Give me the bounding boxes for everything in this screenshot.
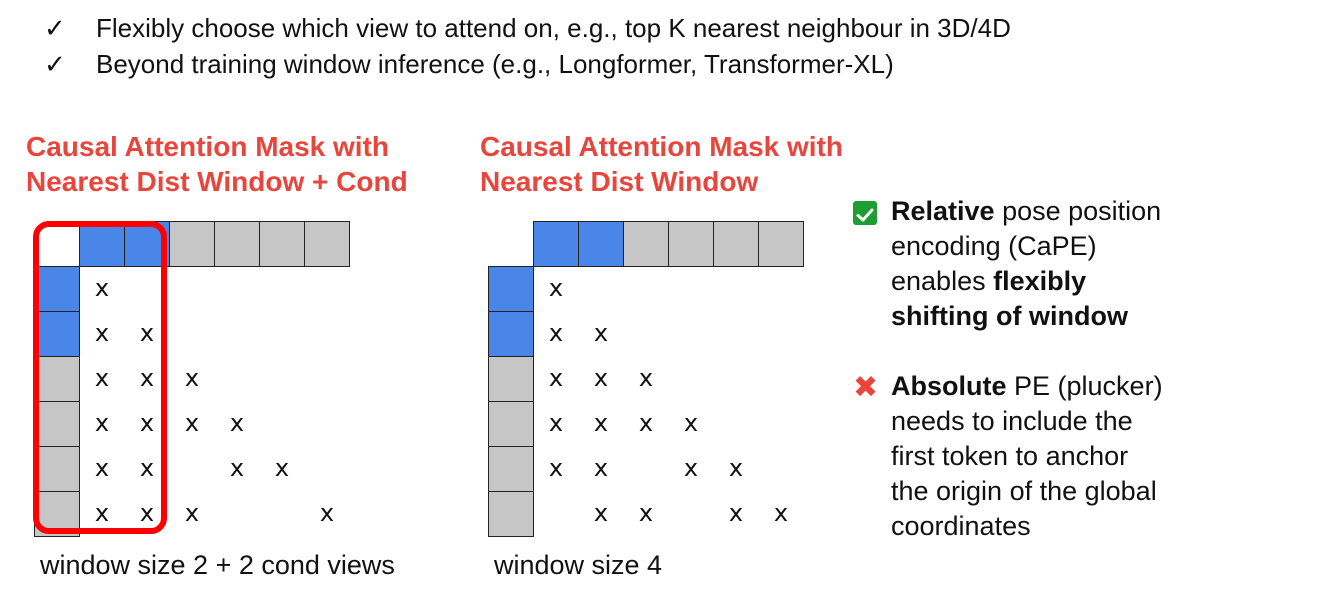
note-line: enables flexibly <box>891 264 1311 299</box>
attention-mark: x <box>94 319 110 347</box>
checkmark-icon: ✓ <box>44 49 66 79</box>
note-line: shifting of window <box>891 299 1311 334</box>
attention-mark: x <box>184 499 200 527</box>
attention-mark: x <box>683 454 699 482</box>
attention-mark: x <box>139 499 155 527</box>
note-bold-text: Relative <box>891 196 995 226</box>
note-text-segment: PE (plucker) <box>1006 371 1163 401</box>
top-token-cell <box>533 221 579 267</box>
top-token-cell <box>259 221 305 267</box>
mask-title-line: Causal Attention Mask with <box>26 131 390 162</box>
bullet-text: Beyond training window inference (e.g., … <box>96 49 894 79</box>
note-bold-text: shifting of window <box>891 301 1128 331</box>
attention-mark: x <box>229 409 245 437</box>
attention-mark: x <box>94 364 110 392</box>
left-token-cell <box>488 356 534 402</box>
note-text-segment: encoding (CaPE) <box>891 231 1097 261</box>
attention-mark: x <box>773 499 789 527</box>
note-text-segment: needs to include the <box>891 406 1133 436</box>
attention-mark: x <box>683 409 699 437</box>
left-token-cell <box>34 266 80 312</box>
attention-mark: x <box>728 499 744 527</box>
attention-mark: x <box>548 274 564 302</box>
attention-mark: x <box>638 409 654 437</box>
left-token-cell <box>488 401 534 447</box>
attention-mark: x <box>548 319 564 347</box>
top-token-cell <box>169 221 215 267</box>
attention-mark: x <box>548 364 564 392</box>
note-text-segment: pose position <box>994 196 1162 226</box>
red-x-icon: ✖ <box>853 370 879 405</box>
attention-mark: x <box>274 454 290 482</box>
note-line: Absolute PE (plucker) <box>891 369 1311 404</box>
mask-title-line: Nearest Dist Window <box>480 166 759 197</box>
left-token-cell <box>488 491 534 537</box>
note-bold-text: flexibly <box>993 266 1087 296</box>
attention-mark: x <box>94 274 110 302</box>
attention-mark: x <box>139 454 155 482</box>
mask-title-line: Nearest Dist Window + Cond <box>26 166 408 197</box>
top-token-cell <box>713 221 759 267</box>
note-line: coordinates <box>891 509 1311 544</box>
attention-mark: x <box>139 409 155 437</box>
attention-mark: x <box>593 454 609 482</box>
note-text-segment: coordinates <box>891 511 1031 541</box>
green-checkbox-icon <box>853 201 877 225</box>
attention-mark: x <box>139 364 155 392</box>
note-text: Absolute PE (plucker)needs to include th… <box>891 369 1311 544</box>
left-token-cell <box>488 446 534 492</box>
attention-mark: x <box>139 319 155 347</box>
top-token-cell <box>758 221 804 267</box>
bullet-text: Flexibly choose which view to attend on,… <box>96 13 1011 43</box>
attention-mark: x <box>94 454 110 482</box>
note-text-segment: the origin of the global <box>891 476 1157 506</box>
top-token-cell <box>214 221 260 267</box>
attention-mark: x <box>184 364 200 392</box>
left-token-cell <box>34 311 80 357</box>
attention-mark: x <box>638 499 654 527</box>
cond-views-highlight-box <box>33 221 167 534</box>
attention-mark: x <box>548 454 564 482</box>
left-token-cell <box>488 266 534 312</box>
attention-mark: x <box>229 454 245 482</box>
diagram-caption-window: window size 4 <box>494 550 663 580</box>
left-token-cell <box>488 311 534 357</box>
attention-mark: x <box>94 409 110 437</box>
attention-mark: x <box>94 499 110 527</box>
mask-title-window: Causal Attention Mask with Nearest Dist … <box>480 129 843 199</box>
top-token-cell <box>578 221 624 267</box>
mask-title-cond: Causal Attention Mask with Nearest Dist … <box>26 129 408 199</box>
attention-mark: x <box>593 409 609 437</box>
note-bold-text: Absolute <box>891 371 1007 401</box>
attention-mark: x <box>593 364 609 392</box>
diagram-caption-cond: window size 2 + 2 cond views <box>40 550 395 580</box>
attention-mark: x <box>638 364 654 392</box>
attention-mark: x <box>728 454 744 482</box>
note-text-segment: first token to anchor <box>891 441 1129 471</box>
mask-title-line: Causal Attention Mask with <box>480 131 844 162</box>
attention-mark: x <box>593 319 609 347</box>
note-line: encoding (CaPE) <box>891 229 1311 264</box>
top-token-cell <box>668 221 714 267</box>
note-line: the origin of the global <box>891 474 1311 509</box>
note-line: Relative pose position <box>891 194 1311 229</box>
attention-mark: x <box>548 409 564 437</box>
attention-mark: x <box>593 499 609 527</box>
attention-mark: x <box>184 409 200 437</box>
attention-mark: x <box>319 499 335 527</box>
checkmark-icon: ✓ <box>44 13 66 43</box>
note-line: first token to anchor <box>891 439 1311 474</box>
note-line: needs to include the <box>891 404 1311 439</box>
top-token-cell <box>623 221 669 267</box>
note-text-segment: enables <box>891 266 994 296</box>
left-token-cell <box>34 356 80 402</box>
top-token-cell <box>304 221 350 267</box>
